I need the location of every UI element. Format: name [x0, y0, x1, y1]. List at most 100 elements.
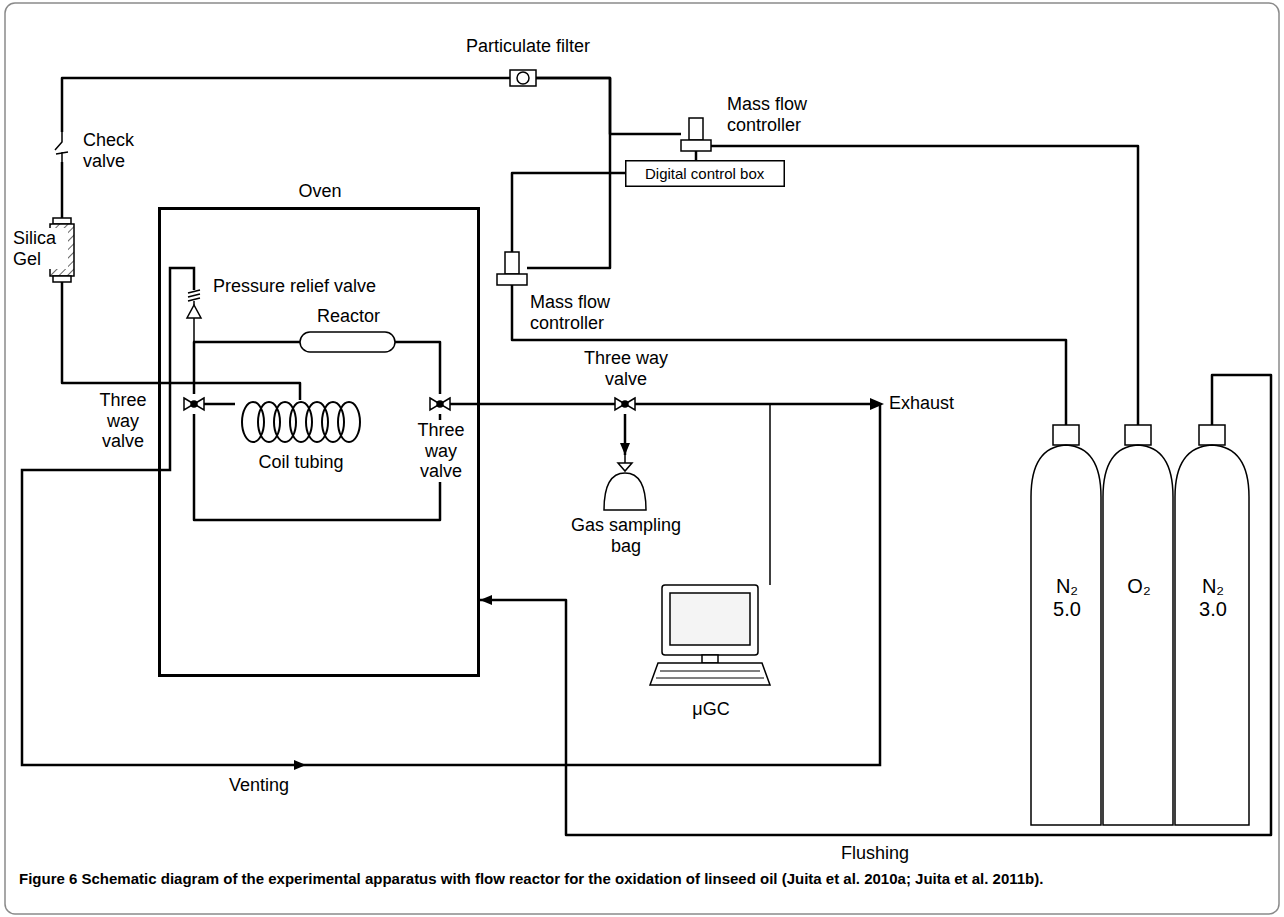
node-label: Three way valve: [92, 390, 154, 452]
coil-tubing-shape: [235, 400, 365, 444]
node-label: Digital control box: [644, 165, 765, 182]
node-label: Pressure relief valve: [212, 276, 377, 297]
controller-body: [689, 118, 703, 140]
bag-body: [604, 473, 646, 510]
mass-flow-controller: Mass flow controller: [497, 252, 527, 285]
venting-arrow: [294, 760, 306, 770]
figure-caption: Figure 6 Schematic diagram of the experi…: [18, 868, 1265, 889]
pipe-line: [450, 403, 615, 406]
controller-base: [681, 140, 711, 151]
pipe-connector: [711, 146, 1138, 425]
gas-cylinder: O₂: [1102, 425, 1174, 825]
micro-gc: μGC: [650, 585, 770, 695]
particulate-filter: Particulate filter: [510, 68, 536, 88]
pipe-connector: [512, 173, 625, 252]
pipe-line: [480, 375, 1271, 835]
pipe-connector: [194, 414, 440, 520]
pipe-line: [512, 173, 625, 252]
gas-cylinder-shape: [1102, 425, 1174, 825]
node-label: N₂ 3.0: [1187, 575, 1239, 621]
gas-cylinder-shape: [1030, 425, 1102, 825]
valve-hub: [191, 401, 197, 407]
coil-winding: [338, 402, 360, 442]
pipe-line: [62, 78, 510, 132]
valve-hub: [622, 401, 628, 407]
pipe-line: [204, 403, 235, 406]
flow-label: Flushing: [840, 843, 910, 864]
arrowhead: [620, 443, 630, 455]
screen: [670, 593, 750, 645]
pipe-connector: [536, 78, 681, 134]
pipe-connector: [62, 78, 510, 132]
cylinder-valve: [1125, 425, 1151, 445]
pipe-line: [536, 78, 681, 134]
relief-valve-spring: [188, 290, 200, 305]
three-way-valve: Three way valve: [430, 394, 450, 414]
control-box: Digital control box: [625, 160, 785, 187]
flow-label: Venting: [228, 775, 290, 796]
gas-sampling-bag-shape: [600, 455, 650, 510]
flow-label: Exhaust: [888, 393, 955, 414]
filter-housing: [510, 70, 536, 86]
mass-flow-controller-shape: [497, 252, 527, 285]
node-label: Silica Gel: [12, 228, 68, 269]
particulate-filter-shape: [510, 68, 536, 88]
gas-cylinder: [1031, 445, 1101, 825]
keyboard-keys: [656, 671, 764, 678]
figure-frame: [5, 3, 1279, 914]
coil-tubing: Coil tubing: [235, 400, 365, 444]
bag-stem: [624, 455, 626, 463]
controller-base: [497, 274, 527, 285]
pipe-connector: [395, 342, 440, 394]
three-way-valve-shape: [615, 394, 635, 414]
oven-box: OvenPressure relief valveReactorCoil tub…: [158, 207, 480, 677]
pipe-line: [695, 151, 698, 160]
node-label: Check valve: [82, 130, 144, 171]
gc-sample-line: [769, 404, 771, 585]
gas-cylinder: [1103, 445, 1173, 825]
pipe-line: [512, 285, 1066, 425]
relief-valve-tap: [193, 318, 195, 342]
monitor-neck: [702, 655, 718, 663]
pipe-connector: [450, 404, 615, 405]
pipe-connector: [194, 342, 300, 394]
cylinder-valve: [1053, 425, 1079, 445]
three-way-valve: Three way valve: [615, 394, 635, 414]
node-label: Mass flow controller: [529, 292, 646, 333]
three-way-valve: Three way valve: [184, 394, 204, 414]
node-label: Reactor: [300, 306, 397, 327]
pipe-line: [62, 282, 300, 400]
pipe-connector: [62, 282, 300, 400]
node-label: N₂ 5.0: [1041, 575, 1093, 621]
venting-line: [22, 268, 880, 765]
gas-sampling-bag: Gas sampling bag: [600, 455, 650, 510]
reactor: Reactor: [300, 332, 395, 352]
pipe-connector: [620, 414, 630, 455]
pipe-connector: [512, 285, 1066, 425]
exhaust-arrow: [870, 398, 884, 410]
gas-cylinder: N₂ 3.0: [1174, 425, 1250, 825]
control-box-outline: [626, 161, 785, 187]
keyboard: [650, 663, 770, 685]
pipe-line: [395, 342, 440, 394]
pipe-line: [194, 414, 440, 520]
pipe-connector: [204, 404, 235, 405]
column-cap: [53, 276, 71, 282]
relief-valve: Pressure relief valve: [184, 290, 204, 318]
cylinder-valve: [1199, 425, 1225, 445]
three-way-valve-shape: [184, 394, 204, 414]
pipe-connector: [62, 162, 63, 218]
column-cap: [53, 218, 71, 224]
node-label: Three way valve: [410, 420, 472, 482]
node-label: O₂: [1113, 575, 1165, 598]
mass-flow-controller-shape: [681, 118, 711, 151]
node-label: Coil tubing: [235, 452, 367, 473]
reactor-shape: [300, 332, 395, 352]
pipe-line: [194, 342, 300, 394]
node-label: Gas sampling bag: [565, 515, 687, 556]
node-label: Three way valve: [575, 348, 677, 389]
pipe-line: [711, 146, 1138, 425]
gas-cylinder: [1175, 445, 1249, 825]
mass-flow-controller: Mass flow controller: [681, 118, 711, 151]
